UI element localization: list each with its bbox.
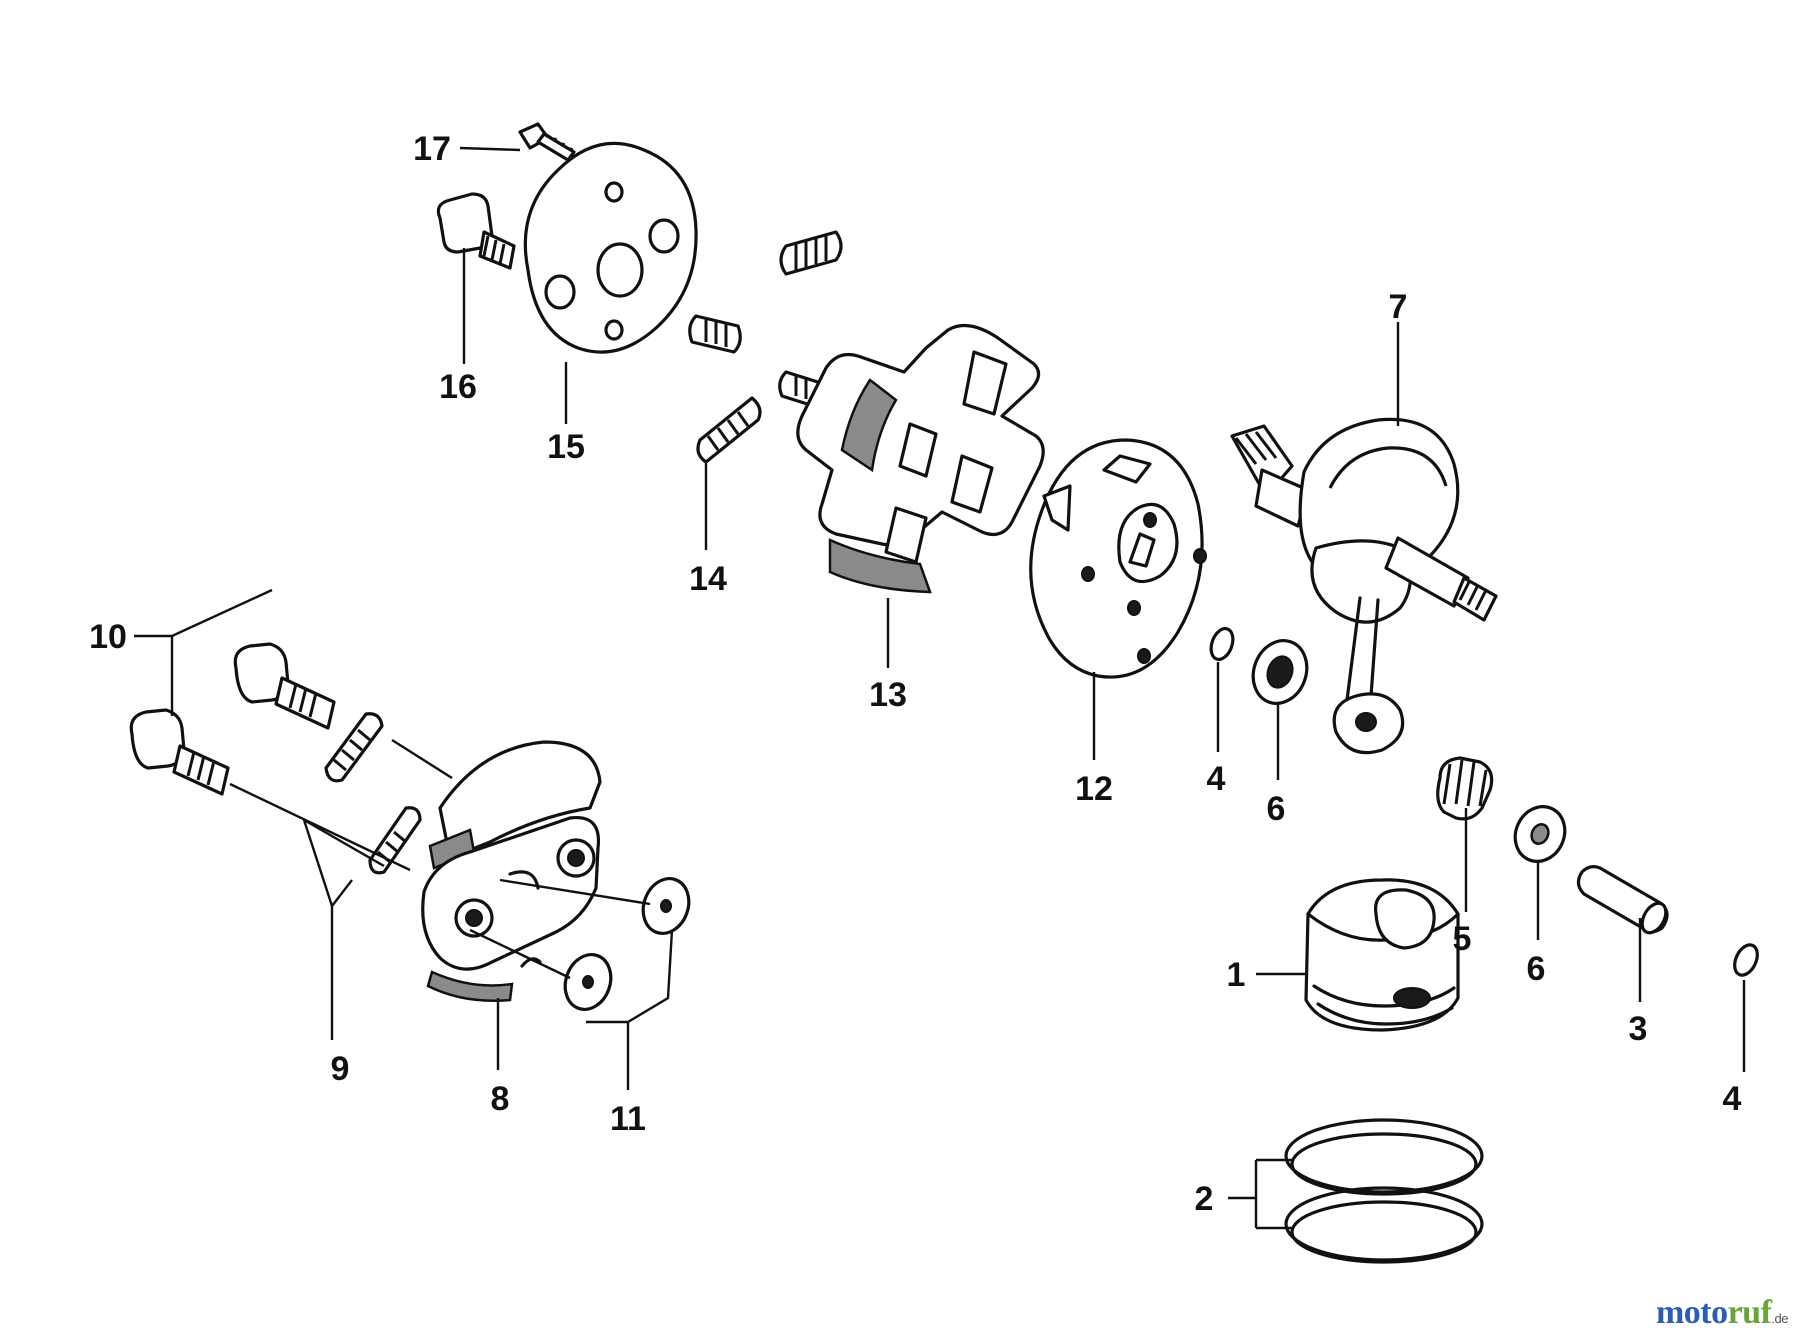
watermark-brand-green: ruf (1727, 1294, 1772, 1331)
part-4-circlip-lower (1733, 943, 1759, 977)
callout-16: 16 (439, 368, 477, 406)
part-6-washer-lower (1513, 805, 1567, 863)
part-7-crankshaft (1230, 417, 1498, 755)
part-9-springs (324, 712, 422, 875)
callout-6-lower: 6 (1527, 950, 1546, 988)
callout-13: 13 (869, 676, 907, 714)
callout-10: 10 (89, 618, 127, 656)
part-4-circlip-upper (1209, 626, 1235, 662)
callout-5: 5 (1453, 920, 1472, 958)
callout-3: 3 (1629, 1010, 1648, 1048)
part-16-bolt (436, 192, 516, 270)
callout-1: 1 (1227, 956, 1246, 994)
callout-6-upper: 6 (1267, 790, 1286, 828)
part-15-plate (523, 141, 698, 354)
watermark-tld: .de (1771, 1311, 1788, 1326)
callouts: 17 16 15 14 13 12 4 6 7 5 6 3 4 1 2 10 9… (89, 130, 1741, 1218)
part-1-piston (1304, 878, 1460, 1032)
part-12-drive-plate (1029, 438, 1207, 679)
watermark-logo: motoruf.de (1655, 1294, 1789, 1332)
callout-15: 15 (547, 428, 585, 466)
callout-4-lower: 4 (1723, 1080, 1742, 1118)
assembly-lines (229, 738, 651, 980)
part-2-piston-rings (1284, 1118, 1484, 1264)
callout-11: 11 (610, 1100, 646, 1138)
callout-9: 9 (331, 1050, 350, 1088)
leader-lines (134, 146, 1746, 1230)
part-17-screw (518, 122, 576, 162)
callout-8: 8 (491, 1080, 510, 1118)
callout-14: 14 (689, 560, 727, 598)
part-8-clutch-shoes (421, 740, 602, 1002)
part-10-shoulder-bolts (129, 642, 336, 796)
part-13-clutch-shoe (796, 323, 1045, 594)
callout-2: 2 (1195, 1180, 1214, 1218)
watermark-brand-blue: moto (1655, 1294, 1728, 1331)
part-3-piston-pin (1576, 865, 1669, 935)
callout-7: 7 (1389, 288, 1408, 326)
callout-4-upper: 4 (1207, 760, 1226, 798)
part-6-washer-upper (1251, 639, 1309, 705)
part-5-needle-bearing (1436, 756, 1494, 821)
part-11-washers (563, 877, 691, 1011)
callout-12: 12 (1075, 770, 1113, 808)
callout-17: 17 (413, 130, 451, 168)
